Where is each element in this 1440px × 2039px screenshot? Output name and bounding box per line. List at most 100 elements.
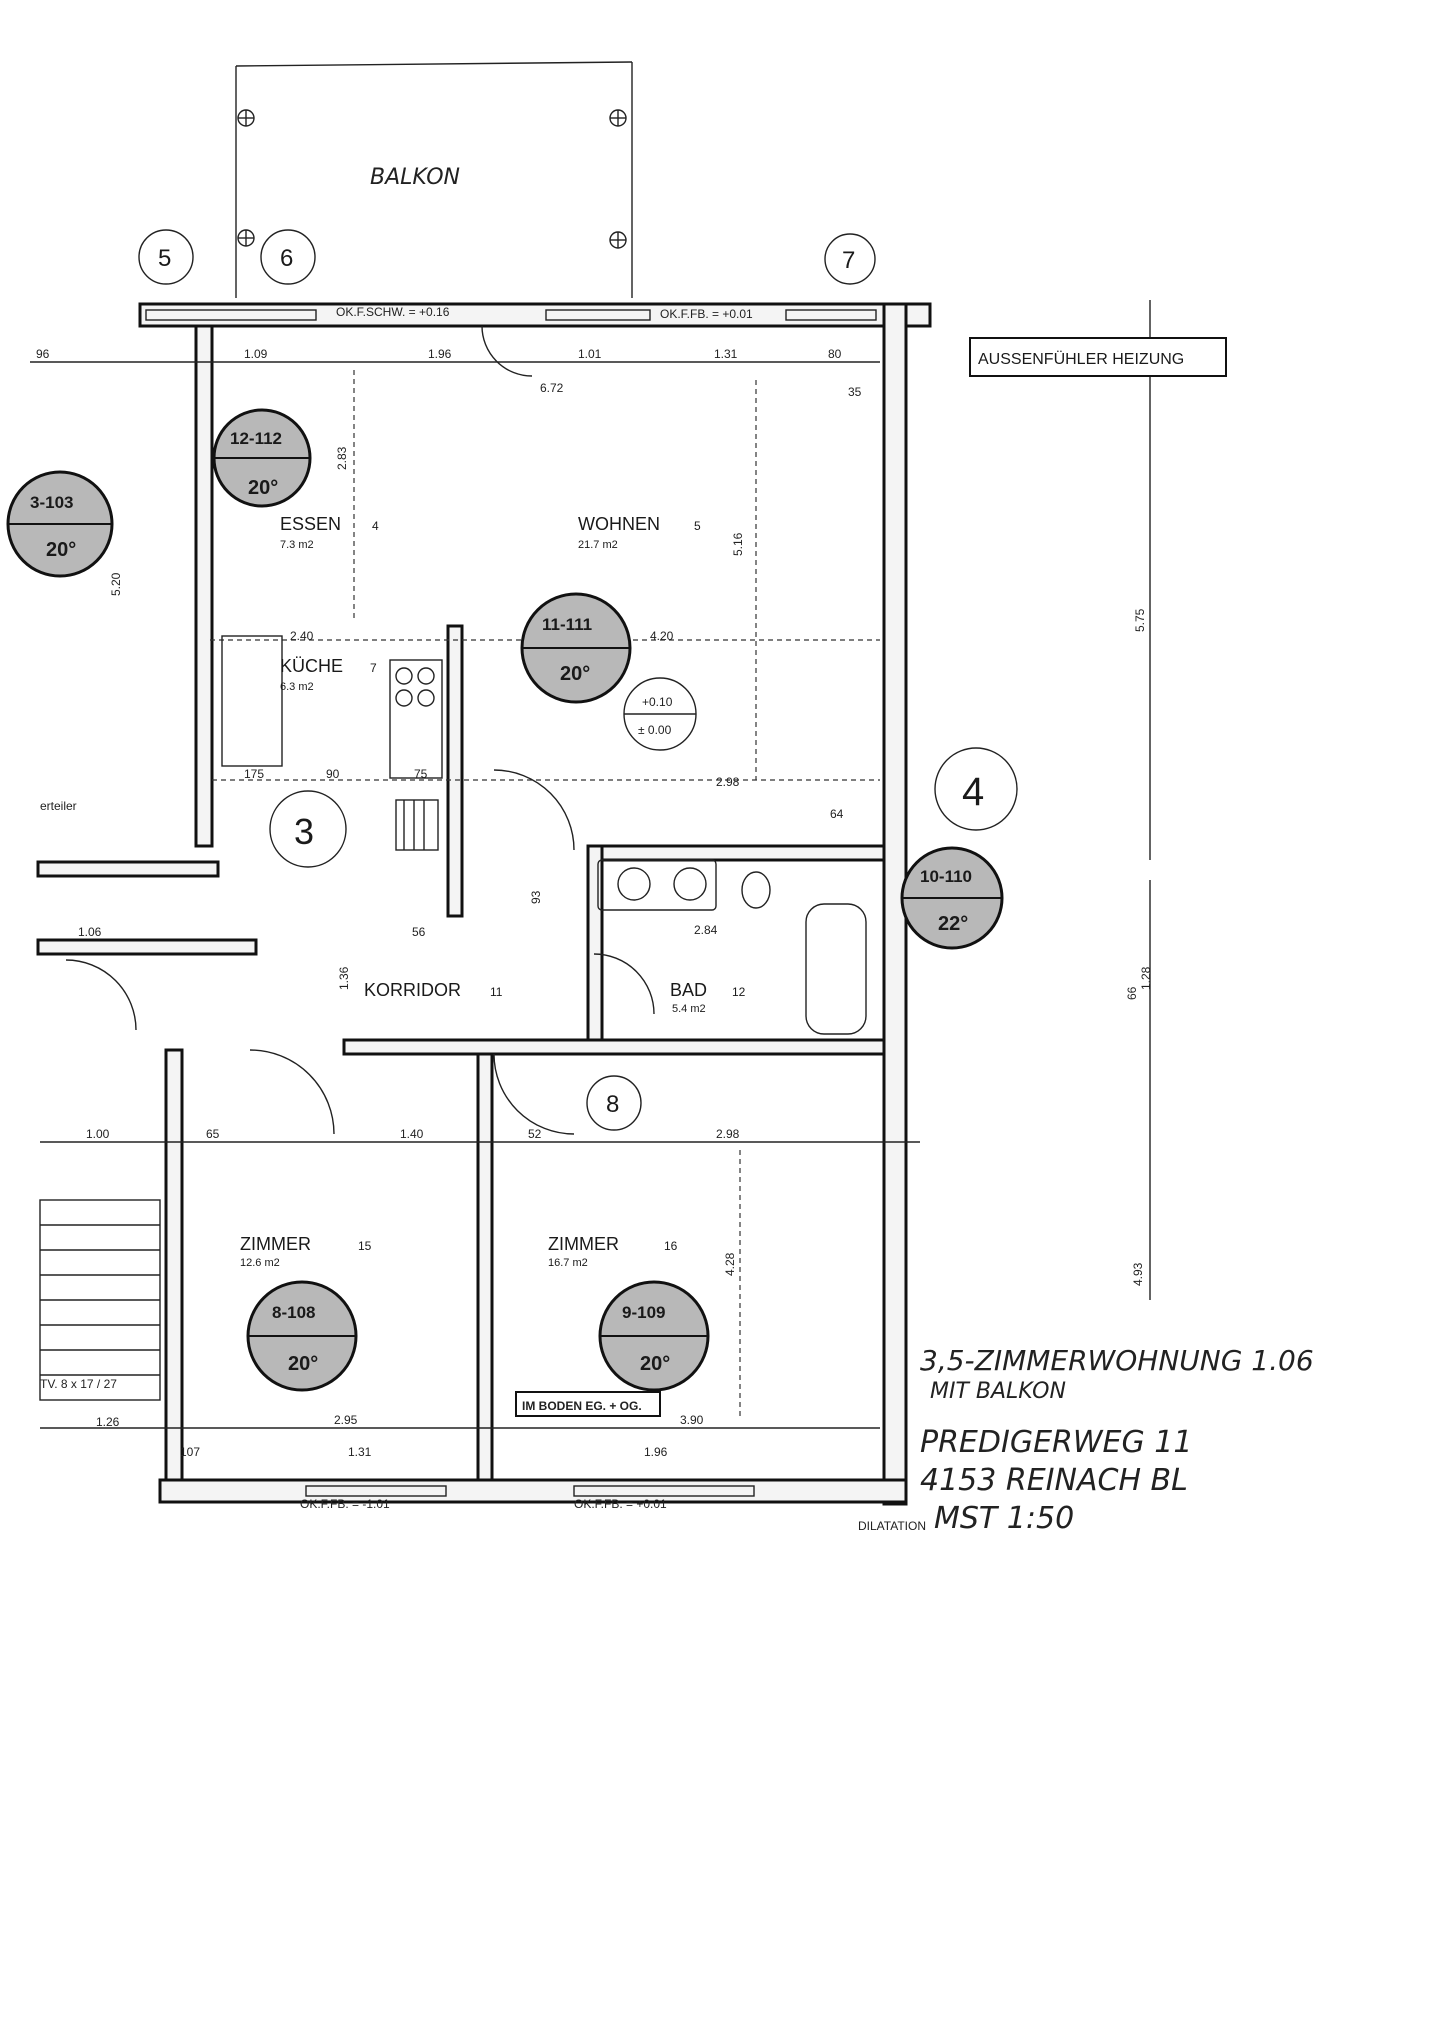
dim-label: 1.06 <box>78 925 102 939</box>
balcony: BALKON <box>235 61 633 298</box>
label-floor-note: IM BODEN EG. + OG. <box>522 1399 642 1413</box>
dim-label: 2.95 <box>334 1413 358 1427</box>
room-zimmer16-area: 16.7 m2 <box>548 1257 588 1269</box>
room-kueche-number: 7 <box>370 661 377 675</box>
dim-label: 1.26 <box>96 1415 120 1429</box>
windows <box>145 309 877 1497</box>
label-top-right: OK.F.FB. = +0.01 <box>660 307 753 321</box>
radiator-10-110: 10-110 22° <box>900 846 1004 950</box>
room-kueche-name: KÜCHE <box>280 656 343 676</box>
dim-label: 66 <box>1125 986 1139 1000</box>
sensor-box-label: AUSSENFÜHLER HEIZUNG <box>978 350 1184 368</box>
dim-label: 5.75 <box>1133 608 1147 632</box>
dim-label: 52 <box>528 1127 542 1141</box>
dim-label: 2.83 <box>335 446 349 470</box>
handwritten-title: 3,5-ZIMMERWOHNUNG 1.06 MIT BALKON PREDIG… <box>920 1344 1314 1536</box>
level-marker: +0.10 ± 0.00 <box>623 677 697 751</box>
hand-line-5: MST 1:50 <box>934 1501 1074 1536</box>
room-essen-number: 4 <box>372 519 379 533</box>
dim-label: 1.96 <box>428 347 452 361</box>
axis-3: 3 <box>294 811 314 852</box>
room-zimmer16-number: 16 <box>664 1239 678 1253</box>
dim-label: 56 <box>412 925 426 939</box>
bathroom-fixtures <box>597 859 867 1035</box>
kitchen-fixtures <box>221 635 443 851</box>
room-zimmer15-area: 12.6 m2 <box>240 1257 280 1269</box>
dim-label: 5.16 <box>731 532 745 556</box>
dim-label: 1.01 <box>578 347 602 361</box>
radiator-8-108: 8-108 20° <box>246 1280 358 1392</box>
radiator-9-109: 9-109 20° <box>598 1280 710 1392</box>
dim-label: 4.93 <box>1131 1262 1145 1286</box>
label-verteiler: erteiler <box>40 799 77 813</box>
label-bottom-2: OK.F.FB. = +0.01 <box>574 1497 667 1511</box>
dim-label: 93 <box>529 890 543 904</box>
label-top-left: OK.F.SCHW. = +0.16 <box>336 305 450 319</box>
dim-label: 2.98 <box>716 775 740 789</box>
axis-markers: 5 6 7 4 3 8 <box>138 229 1018 1131</box>
dim-label: 175 <box>244 767 264 781</box>
dimension-labels: 96 1.09 1.96 1.01 1.31 80 6.72 35 2.83 5… <box>36 347 1153 1459</box>
dim-label: 96 <box>36 347 50 361</box>
door-swings <box>65 325 655 1135</box>
radiator-id: 10-110 <box>920 867 972 886</box>
room-labels: ESSEN 4 7.3 m2 WOHNEN 5 21.7 m2 KÜCHE 7 … <box>240 514 746 1269</box>
dim-label: 65 <box>206 1127 220 1141</box>
label-dilatation: DILATATION <box>858 1519 926 1533</box>
dim-label: 75 <box>414 767 428 781</box>
walls <box>36 302 932 1506</box>
dim-label: 2.84 <box>694 923 718 937</box>
balcony-label: BALKON <box>370 165 460 190</box>
radiator-12-112: 12-112 20° <box>212 408 312 508</box>
hand-line-3: PREDIGERWEG 11 <box>920 1425 1192 1460</box>
axis-4: 4 <box>962 770 984 814</box>
radiator-temp: 20° <box>248 477 278 499</box>
radiator-temp: 20° <box>560 663 590 685</box>
dim-label: 107 <box>180 1445 200 1459</box>
radiator-id: 9-109 <box>622 1303 665 1322</box>
dim-label: 1.28 <box>1139 966 1153 990</box>
dim-label: 35 <box>848 385 862 399</box>
radiator-temp: 20° <box>640 1353 670 1375</box>
dim-label: 1.00 <box>86 1127 110 1141</box>
room-bad-number: 12 <box>732 985 746 999</box>
room-zimmer15-name: ZIMMER <box>240 1234 311 1254</box>
axis-5: 5 <box>158 245 171 272</box>
axis-7: 7 <box>842 247 855 274</box>
room-wohnen-name: WOHNEN <box>578 514 660 534</box>
room-wohnen-area: 21.7 m2 <box>578 539 618 551</box>
level-bottom: ± 0.00 <box>638 723 672 737</box>
radiator-temp: 20° <box>288 1353 318 1375</box>
room-bad-name: BAD <box>670 980 707 1000</box>
level-top: +0.10 <box>642 695 673 709</box>
dim-label: 5.20 <box>109 572 123 596</box>
radiator-temp: 20° <box>46 539 76 561</box>
radiator-markers: 12-112 20° 3-103 20° 11-111 20° 10-110 2… <box>6 408 1004 1392</box>
dim-label: 1.31 <box>714 347 738 361</box>
radiator-id: 12-112 <box>230 429 282 448</box>
room-korridor-name: KORRIDOR <box>364 980 461 1000</box>
hand-line-4: 4153 REINACH BL <box>920 1463 1188 1498</box>
room-wohnen-number: 5 <box>694 519 701 533</box>
room-bad-area: 5.4 m2 <box>672 1003 706 1015</box>
hand-line-1: 3,5-ZIMMERWOHNUNG 1.06 <box>920 1344 1314 1377</box>
room-essen-area: 7.3 m2 <box>280 539 314 551</box>
dim-label: 3.90 <box>680 1413 704 1427</box>
dim-label: 64 <box>830 807 844 821</box>
label-tv: TV. 8 x 17 / 27 <box>40 1377 117 1391</box>
room-korridor-number: 11 <box>490 985 503 999</box>
radiator-temp: 22° <box>938 913 968 935</box>
room-kueche-area: 6.3 m2 <box>280 681 314 693</box>
dim-label: 4.20 <box>650 629 674 643</box>
dim-label: 90 <box>326 767 340 781</box>
dim-label: 6.72 <box>540 381 564 395</box>
dim-label: 1.09 <box>244 347 268 361</box>
dim-label: 80 <box>828 347 842 361</box>
stairs <box>39 1199 161 1401</box>
dim-label: 4.28 <box>723 1252 737 1276</box>
dim-label: 2.98 <box>716 1127 740 1141</box>
dim-label: 1.40 <box>400 1127 424 1141</box>
room-essen-name: ESSEN <box>280 514 341 534</box>
sensor-box: AUSSENFÜHLER HEIZUNG <box>969 337 1227 377</box>
